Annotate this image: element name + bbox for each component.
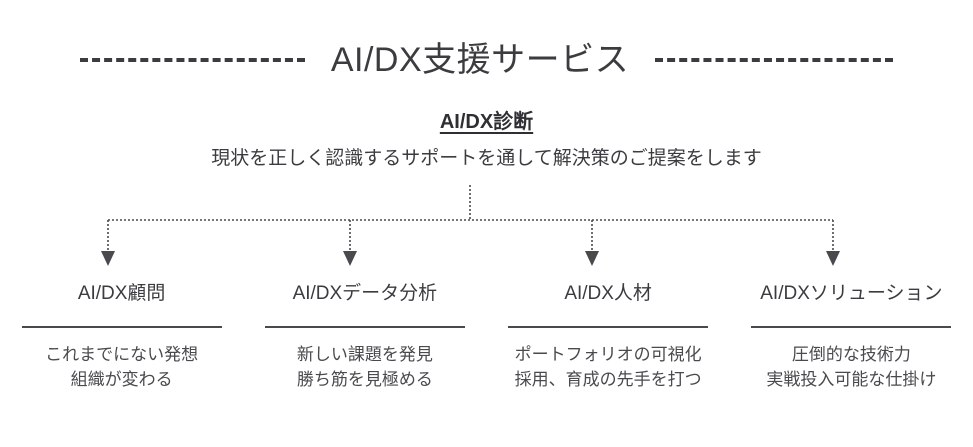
subhead-title: AI/DX診断 [439,111,534,133]
service-divider [508,325,709,328]
page-title: AI/DX支援サービス [330,41,630,79]
service-line: これまでにない発想 [45,344,199,364]
service-columns: AI/DX顧問 これまでにない発想 組織が変わる AI/DXデータ分析 新しい課… [0,283,973,393]
arrow-down-icon-1 [101,251,115,266]
service-line: 新しい課題を発見 [296,344,433,364]
service-line: 実戦投入可能な仕掛け [766,370,937,390]
service-line: 圧倒的な技術力 [791,344,911,364]
dashed-rule-right-icon [655,58,894,62]
subhead-description: 現状を正しく認識するサポートを通して解決策のご提案をします [211,148,762,169]
arrow-down-icon-2 [343,251,357,266]
service-column-talent[interactable]: AI/DX人材 ポートフォリオの可視化 採用、育成の先手を打つ [487,283,730,393]
service-line: 勝ち筋を見極める [296,370,433,390]
service-title: AI/DX人材 [564,283,652,304]
service-line: 組織が変わる [70,370,173,390]
service-column-data-analysis[interactable]: AI/DXデータ分析 新しい課題を発見 勝ち筋を見極める [243,283,486,393]
service-divider [751,325,952,328]
service-lines: 新しい課題を発見 勝ち筋を見極める [251,342,478,393]
service-title: AI/DXデータ分析 [292,283,438,304]
service-line: ポートフォリオの可視化 [514,344,702,364]
service-title: AI/DX顧問 [77,283,166,304]
arrow-down-icon-4 [826,251,840,266]
service-lines: これまでにない発想 組織が変わる [8,342,235,393]
service-divider [21,325,222,328]
service-line: 採用、育成の先手を打つ [514,370,702,390]
service-column-solution[interactable]: AI/DXソリューション 圧倒的な技術力 実戦投入可能な仕掛け [730,283,973,393]
arrow-down-icon-3 [585,251,599,266]
subhead-block: AI/DX診断 現状を正しく認識するサポートを通して解決策のご提案をします [0,110,973,171]
service-divider [264,325,465,328]
service-title: AI/DXソリューション [760,283,943,304]
service-lines: ポートフォリオの可視化 採用、育成の先手を打つ [495,342,722,393]
title-row: AI/DX支援サービス [0,34,973,86]
service-lines: 圧倒的な技術力 実戦投入可能な仕掛け [738,342,965,393]
service-column-advisory[interactable]: AI/DX顧問 これまでにない発想 組織が変わる [0,283,243,393]
dashed-rule-left-icon [79,58,305,62]
